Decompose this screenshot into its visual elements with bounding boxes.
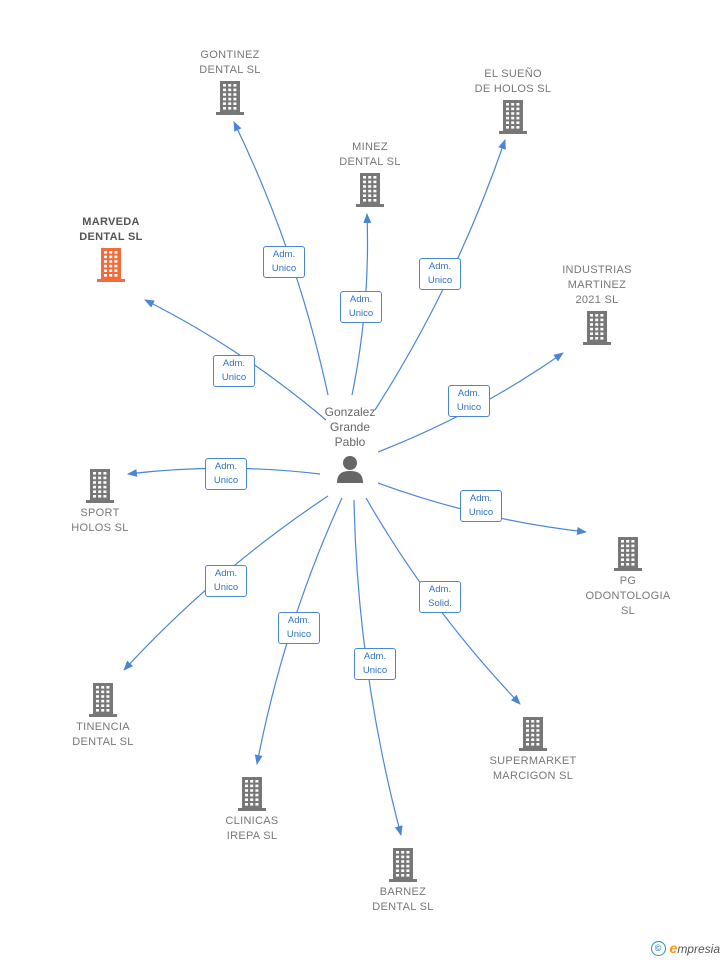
- role-badge-tinencia[interactable]: Adm. Unico: [205, 565, 247, 597]
- company-name: MARVEDA DENTAL SL: [79, 216, 143, 243]
- role-text: Unico: [221, 372, 247, 383]
- role-text: Adm.: [469, 493, 493, 504]
- brand-logo-text: mpresia: [677, 942, 720, 956]
- footer-brand: © empresia: [650, 940, 720, 956]
- company-node-industrias-martinez[interactable]: INDUSTRIAS MARTINEZ 2021 SL: [527, 263, 667, 348]
- role-badge-barnez[interactable]: Adm. Unico: [354, 648, 396, 680]
- copyright-icon: ©: [650, 940, 666, 956]
- role-text: Adm.: [428, 261, 452, 272]
- building-icon: [389, 848, 417, 882]
- role-text: Solid.: [428, 598, 452, 609]
- company-name: GONTINEZ DENTAL SL: [199, 49, 261, 76]
- brand-logo-e: e: [669, 940, 678, 956]
- company-name: BARNEZ DENTAL SL: [372, 886, 434, 913]
- role-badge-minez[interactable]: Adm. Unico: [340, 291, 382, 323]
- company-name: TINENCIA DENTAL SL: [72, 721, 134, 748]
- company-name: MINEZ DENTAL SL: [339, 141, 401, 168]
- company-node-el-sueno[interactable]: EL SUEÑO DE HOLOS SL: [443, 67, 583, 137]
- building-icon: [86, 469, 114, 503]
- building-icon: [238, 777, 266, 811]
- role-badge-pg-odontologia[interactable]: Adm. Unico: [460, 490, 502, 522]
- role-badge-gontinez[interactable]: Adm. Unico: [263, 246, 305, 278]
- building-icon: [97, 248, 125, 282]
- role-text: Adm.: [428, 584, 452, 595]
- company-node-pg-odontologia[interactable]: PG ODONTOLOGIA SL: [558, 534, 698, 619]
- role-text: Unico: [362, 665, 388, 676]
- building-icon: [614, 537, 642, 571]
- company-name: SPORT HOLOS SL: [71, 507, 129, 534]
- edge-marveda: [144, 299, 327, 421]
- role-text: Unico: [348, 308, 374, 319]
- building-icon: [499, 100, 527, 134]
- role-text: Adm.: [287, 615, 311, 626]
- role-badge-marveda[interactable]: Adm. Unico: [213, 355, 255, 387]
- company-node-sport-holos[interactable]: SPORT HOLOS SL: [30, 466, 170, 536]
- role-badge-clinicas-irepa[interactable]: Adm. Unico: [278, 612, 320, 644]
- company-node-supermarket[interactable]: SUPERMARKET MARCIGON SL: [463, 714, 603, 784]
- role-text: Unico: [468, 507, 494, 518]
- company-node-minez[interactable]: MINEZ DENTAL SL: [300, 140, 440, 210]
- role-text: Unico: [213, 582, 239, 593]
- role-text: Adm.: [214, 461, 238, 472]
- company-node-clinicas-irepa[interactable]: CLINICAS IREPA SL: [182, 774, 322, 844]
- company-name: SUPERMARKET MARCIGON SL: [489, 755, 577, 782]
- role-text: Adm.: [222, 358, 246, 369]
- company-name: EL SUEÑO DE HOLOS SL: [474, 68, 552, 95]
- role-text: Adm.: [457, 388, 481, 399]
- person-icon: [337, 456, 363, 483]
- company-node-barnez[interactable]: BARNEZ DENTAL SL: [333, 845, 473, 915]
- center-person-name: Gonzalez Grande Pablo: [324, 405, 376, 449]
- role-text: Adm.: [272, 249, 296, 260]
- building-icon: [519, 717, 547, 751]
- building-icon: [356, 173, 384, 207]
- building-icon: [216, 81, 244, 115]
- role-text: Unico: [213, 475, 239, 486]
- company-name: PG ODONTOLOGIA SL: [585, 575, 671, 617]
- role-text: Adm.: [349, 294, 373, 305]
- building-icon: [89, 683, 117, 717]
- role-text: Unico: [427, 275, 453, 286]
- role-badge-el-sueno[interactable]: Adm. Unico: [419, 258, 461, 290]
- role-badge-industrias-martinez[interactable]: Adm. Unico: [448, 385, 490, 417]
- company-node-gontinez[interactable]: GONTINEZ DENTAL SL: [160, 48, 300, 118]
- role-text: Unico: [271, 263, 297, 274]
- company-name: CLINICAS IREPA SL: [225, 815, 279, 842]
- company-node-tinencia[interactable]: TINENCIA DENTAL SL: [33, 680, 173, 750]
- role-text: Adm.: [363, 651, 387, 662]
- role-text: Unico: [286, 629, 312, 640]
- role-badge-sport-holos[interactable]: Adm. Unico: [205, 458, 247, 490]
- company-name: INDUSTRIAS MARTINEZ 2021 SL: [562, 264, 632, 306]
- role-badge-supermarket[interactable]: Adm. Solid.: [419, 581, 461, 613]
- role-text: Unico: [456, 402, 482, 413]
- role-text: Adm.: [214, 568, 238, 579]
- center-person[interactable]: Gonzalez Grande Pablo: [290, 405, 410, 484]
- company-node-marveda[interactable]: MARVEDA DENTAL SL: [41, 215, 181, 285]
- building-icon: [583, 311, 611, 345]
